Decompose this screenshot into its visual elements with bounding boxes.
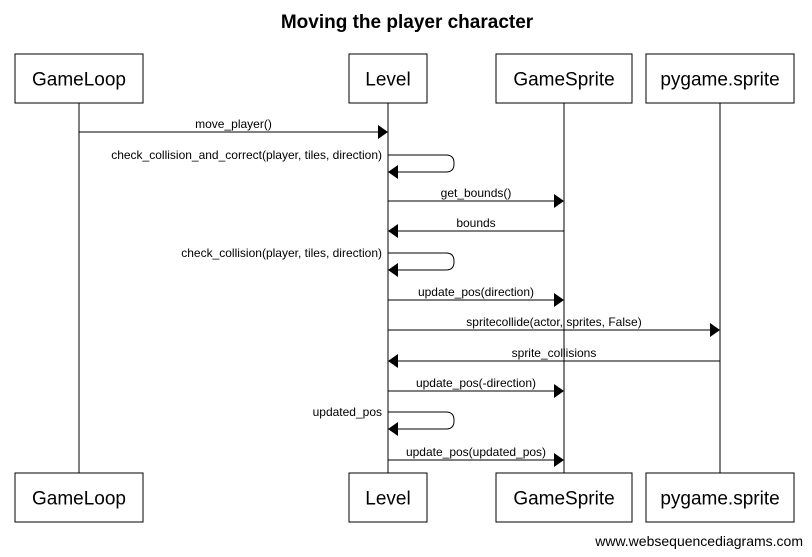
message-label: check_collision_and_correct(player, tile… (111, 148, 382, 162)
message-4: check_collision(player, tiles, direction… (181, 246, 455, 277)
actor-boxes-bottom: GameLoop Level GameSprite pygame.sprite (14, 472, 795, 523)
message-arrowhead (388, 263, 398, 277)
actor-box-top-gamesprite (495, 53, 633, 104)
message-0: move_player() (79, 117, 388, 139)
message-6: spritecollide(actor, sprites, False) (388, 315, 720, 337)
message-8: update_pos(-direction) (388, 376, 564, 398)
message-label: move_player() (195, 117, 272, 131)
actor-box-bottom-gameloop (14, 472, 144, 523)
actor-label-top-gameloop: GameLoop (32, 70, 126, 91)
actor-box-bottom-gamesprite (495, 472, 633, 523)
message-arrowhead (388, 224, 398, 238)
lifelines (78, 103, 721, 473)
actor-label-top-level: Level (365, 70, 410, 91)
message-7: sprite_collisions (388, 346, 720, 368)
message-arrowhead (388, 165, 398, 179)
message-arrowhead (710, 323, 720, 337)
message-arrow-line (388, 252, 455, 271)
message-9: updated_pos (313, 405, 455, 436)
message-arrowhead (554, 194, 564, 208)
actor-label-bottom-level: Level (365, 489, 410, 510)
actor-box-top-pygame_sprite (645, 53, 795, 104)
message-arrowhead (378, 125, 388, 139)
message-label: update_pos(updated_pos) (406, 445, 546, 459)
message-5: update_pos(direction) (388, 285, 564, 307)
actor-boxes-top: GameLoop Level GameSprite pygame.sprite (14, 53, 795, 104)
actor-label-bottom-gameloop: GameLoop (32, 489, 126, 510)
message-arrowhead (554, 293, 564, 307)
actor-box-top-gameloop (14, 53, 144, 104)
actor-box-top-level (348, 53, 428, 104)
message-10: update_pos(updated_pos) (388, 445, 564, 467)
message-2: get_bounds() (388, 186, 564, 208)
message-label: get_bounds() (441, 186, 512, 200)
message-label: check_collision(player, tiles, direction… (181, 246, 382, 260)
actor-label-top-pygame_sprite: pygame.sprite (660, 70, 779, 91)
actor-label-top-gamesprite: GameSprite (513, 70, 614, 91)
actor-label-bottom-gamesprite: GameSprite (513, 489, 614, 510)
actor-label-bottom-pygame_sprite: pygame.sprite (660, 489, 779, 510)
message-label: spritecollide(actor, sprites, False) (466, 315, 641, 329)
message-3: bounds (388, 216, 564, 238)
message-arrowhead (554, 384, 564, 398)
messages: move_player() check_collision_and_correct… (79, 117, 720, 467)
message-arrowhead (388, 422, 398, 436)
actor-box-bottom-pygame_sprite (645, 472, 795, 523)
footer-credit: www.websequencediagrams.com (594, 533, 803, 549)
diagram-title: Moving the player character (281, 12, 534, 33)
message-label: update_pos(direction) (418, 285, 534, 299)
message-arrow-line (388, 154, 455, 173)
message-arrow-line (388, 411, 455, 430)
message-label: sprite_collisions (512, 346, 597, 360)
message-arrowhead (388, 354, 398, 368)
actor-box-bottom-level (348, 472, 428, 523)
message-label: update_pos(-direction) (416, 376, 536, 390)
message-arrowhead (554, 453, 564, 467)
message-label: bounds (456, 216, 495, 230)
message-label: updated_pos (313, 405, 382, 419)
message-1: check_collision_and_correct(player, tile… (111, 148, 455, 179)
